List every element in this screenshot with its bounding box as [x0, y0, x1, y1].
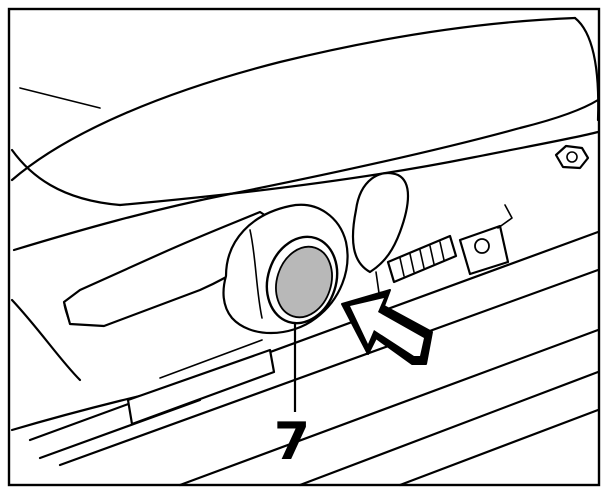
recline-lever: [351, 172, 409, 301]
latch-bracket: [386, 204, 513, 284]
frame-border: [7, 7, 601, 487]
press-arrow-icon: [341, 289, 433, 365]
bolt-icon: [554, 144, 590, 170]
seat-cushion: [10, 16, 600, 432]
seat-rail: [28, 230, 600, 487]
callout-label-7: 7: [273, 412, 311, 472]
seat-adjustment-knob: [265, 235, 339, 325]
